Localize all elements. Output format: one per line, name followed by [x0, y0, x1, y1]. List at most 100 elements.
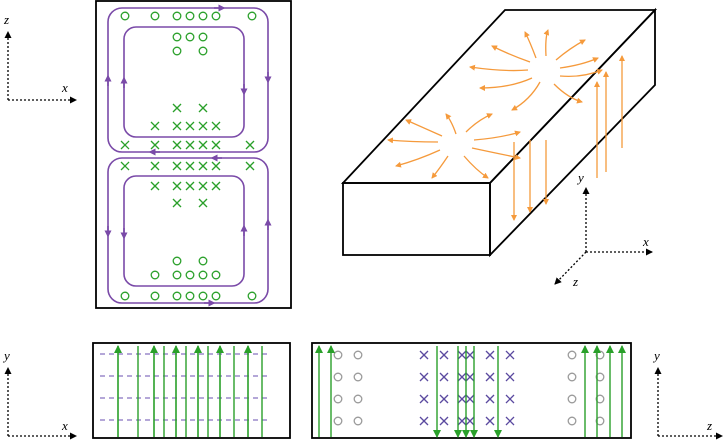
into-page-symbol	[211, 121, 221, 131]
out-of-page-symbol	[185, 270, 195, 280]
axis-y-label: y	[652, 348, 660, 363]
out-of-page-symbol	[353, 416, 363, 426]
into-page-symbol	[419, 350, 429, 360]
out-of-page-symbol	[567, 394, 577, 404]
into-page-symbol	[211, 140, 221, 150]
out-of-page-symbol	[150, 11, 160, 21]
into-page-symbol	[211, 161, 221, 171]
axis-x-label: x	[61, 80, 68, 95]
field-symbols-xz	[120, 11, 257, 301]
panel-frame	[92, 342, 291, 439]
into-page-symbol	[172, 103, 182, 113]
axes-bottom-right: y z	[652, 348, 723, 440]
into-page-symbol	[245, 140, 255, 150]
out-of-page-symbol	[172, 270, 182, 280]
into-page-symbol	[198, 103, 208, 113]
out-of-page-symbol	[172, 46, 182, 56]
into-page-symbol	[485, 416, 495, 426]
into-page-symbol	[505, 394, 515, 404]
into-page-symbol	[465, 350, 475, 360]
xy-plane-panel	[92, 342, 291, 439]
zy-plane-panel	[311, 342, 632, 439]
into-page-symbol	[457, 372, 467, 382]
xz-plane-panel	[95, 0, 292, 309]
axis-x-label: x	[642, 234, 649, 249]
into-page-symbol	[198, 140, 208, 150]
into-page-symbol	[120, 161, 130, 171]
out-of-page-symbol	[595, 372, 605, 382]
out-of-page-symbol	[333, 416, 343, 426]
axes-top-left: z x	[3, 12, 77, 104]
surface-current-arrows	[387, 29, 625, 221]
into-page-symbol	[505, 372, 515, 382]
out-of-page-symbol	[211, 270, 221, 280]
into-page-symbol	[150, 140, 160, 150]
out-of-page-symbol	[595, 394, 605, 404]
out-of-page-symbol	[333, 350, 343, 360]
out-of-page-symbol	[172, 291, 182, 301]
axis-z-label: z	[3, 12, 9, 27]
flux-arrow	[553, 83, 583, 104]
out-of-page-symbol	[567, 350, 577, 360]
out-of-page-symbol	[120, 11, 130, 21]
panel-frame	[311, 342, 632, 439]
flux-arrow	[395, 149, 441, 168]
out-of-page-symbol	[185, 11, 195, 21]
into-page-symbol	[419, 394, 429, 404]
into-page-symbol	[485, 394, 495, 404]
out-of-page-symbol	[567, 416, 577, 426]
flux-arrow	[479, 77, 533, 91]
into-page-symbol	[505, 416, 515, 426]
into-page-symbol	[198, 161, 208, 171]
out-of-page-symbol	[185, 291, 195, 301]
into-page-symbol	[198, 181, 208, 191]
into-page-symbol	[120, 140, 130, 150]
into-page-symbol	[505, 350, 515, 360]
out-of-page-symbol	[211, 11, 221, 21]
out-of-page-symbol	[198, 270, 208, 280]
into-page-symbol	[172, 198, 182, 208]
inner-loop-top	[123, 26, 245, 138]
out-of-page-symbol	[150, 270, 160, 280]
out-of-page-symbol	[198, 11, 208, 21]
flux-arrow	[469, 64, 529, 72]
box-front-face	[342, 182, 491, 256]
into-page-symbol	[185, 140, 195, 150]
out-of-page-symbol	[247, 11, 257, 21]
into-page-symbol	[198, 198, 208, 208]
into-page-symbol	[457, 416, 467, 426]
flux-arrow	[431, 155, 449, 179]
out-of-page-symbol	[172, 32, 182, 42]
field-lines-xy	[100, 345, 270, 437]
inner-loop-bottom	[123, 175, 245, 287]
out-of-page-symbol	[567, 372, 577, 382]
box-top-face	[340, 9, 658, 184]
out-of-page-symbol	[353, 350, 363, 360]
flux-arrow	[473, 130, 521, 141]
flux-arrow	[555, 39, 586, 61]
out-of-page-symbol	[198, 46, 208, 56]
into-page-symbol	[439, 372, 449, 382]
into-page-symbol	[485, 350, 495, 360]
into-page-symbol	[185, 161, 195, 171]
flux-arrow	[543, 29, 550, 57]
panel-frame	[95, 0, 292, 309]
flux-arrow	[491, 45, 531, 63]
out-of-page-symbol	[333, 394, 343, 404]
into-page-symbol	[419, 416, 429, 426]
into-page-symbol	[150, 121, 160, 131]
axis-y-label: y	[576, 170, 584, 185]
into-page-symbol	[211, 181, 221, 191]
into-page-symbol	[150, 161, 160, 171]
into-page-symbol	[172, 181, 182, 191]
out-of-page-symbol	[333, 372, 343, 382]
out-of-page-symbol	[185, 32, 195, 42]
out-of-page-symbol	[120, 291, 130, 301]
out-of-page-symbol	[198, 256, 208, 266]
out-of-page-symbol	[172, 256, 182, 266]
out-of-page-symbol	[353, 372, 363, 382]
box-right-face	[489, 7, 656, 258]
flux-arrow	[511, 81, 541, 111]
field-lines-zy	[315, 345, 626, 438]
